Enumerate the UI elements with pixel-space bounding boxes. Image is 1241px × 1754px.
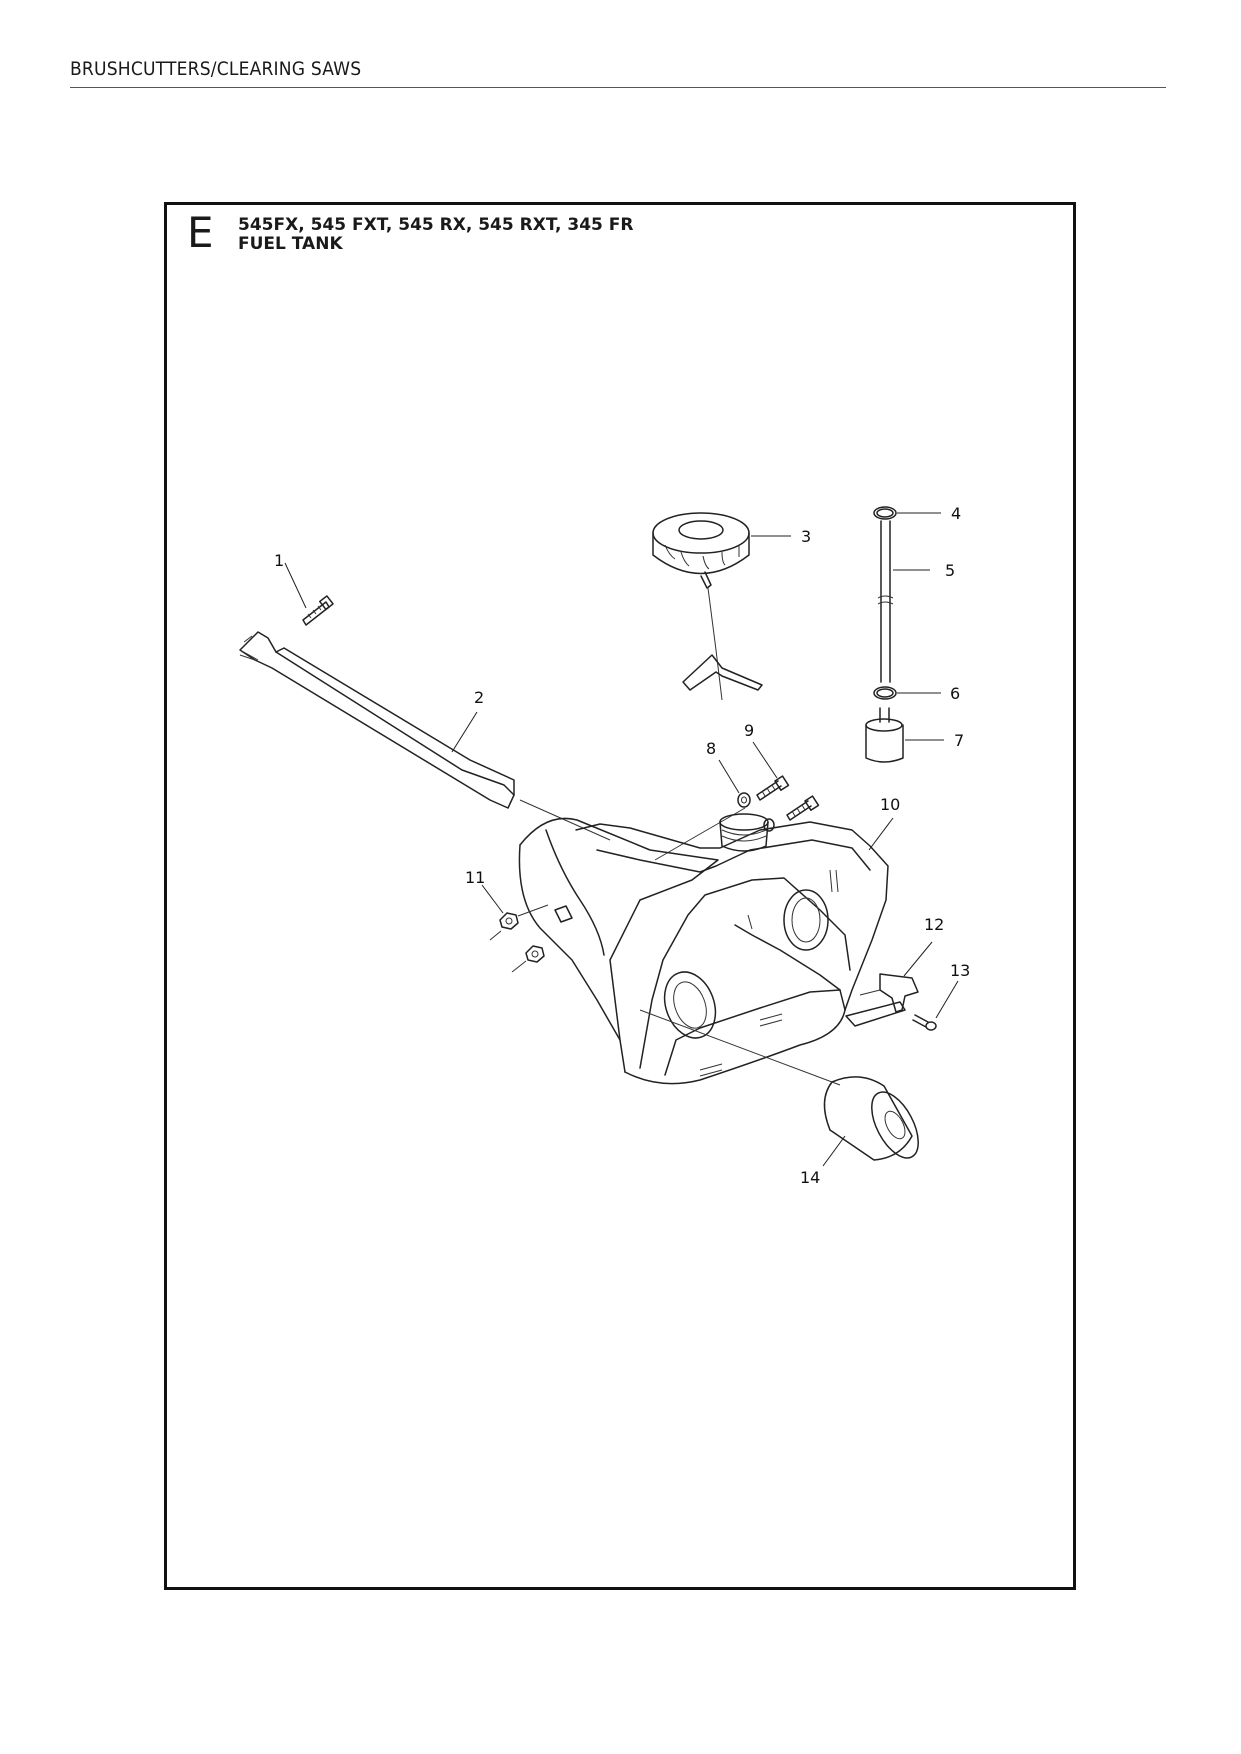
section-title: FUEL TANK xyxy=(238,234,343,254)
axis-line-8 xyxy=(654,807,746,861)
leader-1 xyxy=(284,562,307,609)
part-13-screw xyxy=(912,1014,937,1031)
callout-2: 2 xyxy=(474,688,484,707)
part-7-fuel-filter xyxy=(865,707,904,763)
axis-line-11b xyxy=(517,904,549,917)
part-11-nut xyxy=(499,912,519,930)
part-5-fuel-hose xyxy=(877,520,894,683)
axis-line-11a xyxy=(489,930,502,941)
part-12-clip xyxy=(845,973,919,1027)
callout-6: 6 xyxy=(950,684,960,703)
part-9-washer xyxy=(763,818,775,832)
running-head: BRUSHCUTTERS/CLEARING SAWS xyxy=(70,58,362,80)
part-8-washer xyxy=(737,792,751,808)
part-11-nut-2 xyxy=(525,945,545,963)
callout-10: 10 xyxy=(880,795,900,814)
leader-10 xyxy=(868,817,894,851)
leader-12 xyxy=(903,941,933,977)
leader-14 xyxy=(822,1135,846,1167)
leader-11 xyxy=(481,884,504,914)
callout-1: 1 xyxy=(274,551,284,570)
leader-9 xyxy=(752,741,778,779)
callout-4: 4 xyxy=(951,504,961,523)
callout-13: 13 xyxy=(950,961,970,980)
callout-11: 11 xyxy=(465,868,485,887)
leader-13 xyxy=(935,980,959,1019)
axis-line-2 xyxy=(519,799,611,841)
part-9-screw-2 xyxy=(786,795,820,821)
part-4-oring xyxy=(873,506,897,520)
header-divider xyxy=(70,87,1166,88)
callout-3: 3 xyxy=(801,527,811,546)
diagram-frame xyxy=(164,202,1076,1590)
leader-8 xyxy=(718,759,740,794)
part-3-fuel-cap xyxy=(652,512,763,701)
callout-12: 12 xyxy=(924,915,944,934)
leader-2 xyxy=(451,711,478,753)
part-6-oring xyxy=(873,686,897,700)
part-1-screw xyxy=(302,595,334,626)
part-10-fuel-tank xyxy=(518,813,889,1085)
callout-5: 5 xyxy=(945,561,955,580)
part-2-bracket xyxy=(239,631,515,809)
axis-line-11c xyxy=(511,960,527,973)
callout-7: 7 xyxy=(954,731,964,750)
axis-line-14 xyxy=(639,1009,841,1086)
part-14-damper xyxy=(823,1076,919,1161)
section-models: 545FX, 545 FXT, 545 RX, 545 RXT, 345 FR xyxy=(238,215,634,235)
callout-8: 8 xyxy=(706,739,716,758)
part-9-screw xyxy=(756,775,790,801)
callout-9: 9 xyxy=(744,721,754,740)
callout-14: 14 xyxy=(800,1168,820,1187)
section-letter: E xyxy=(187,208,214,257)
